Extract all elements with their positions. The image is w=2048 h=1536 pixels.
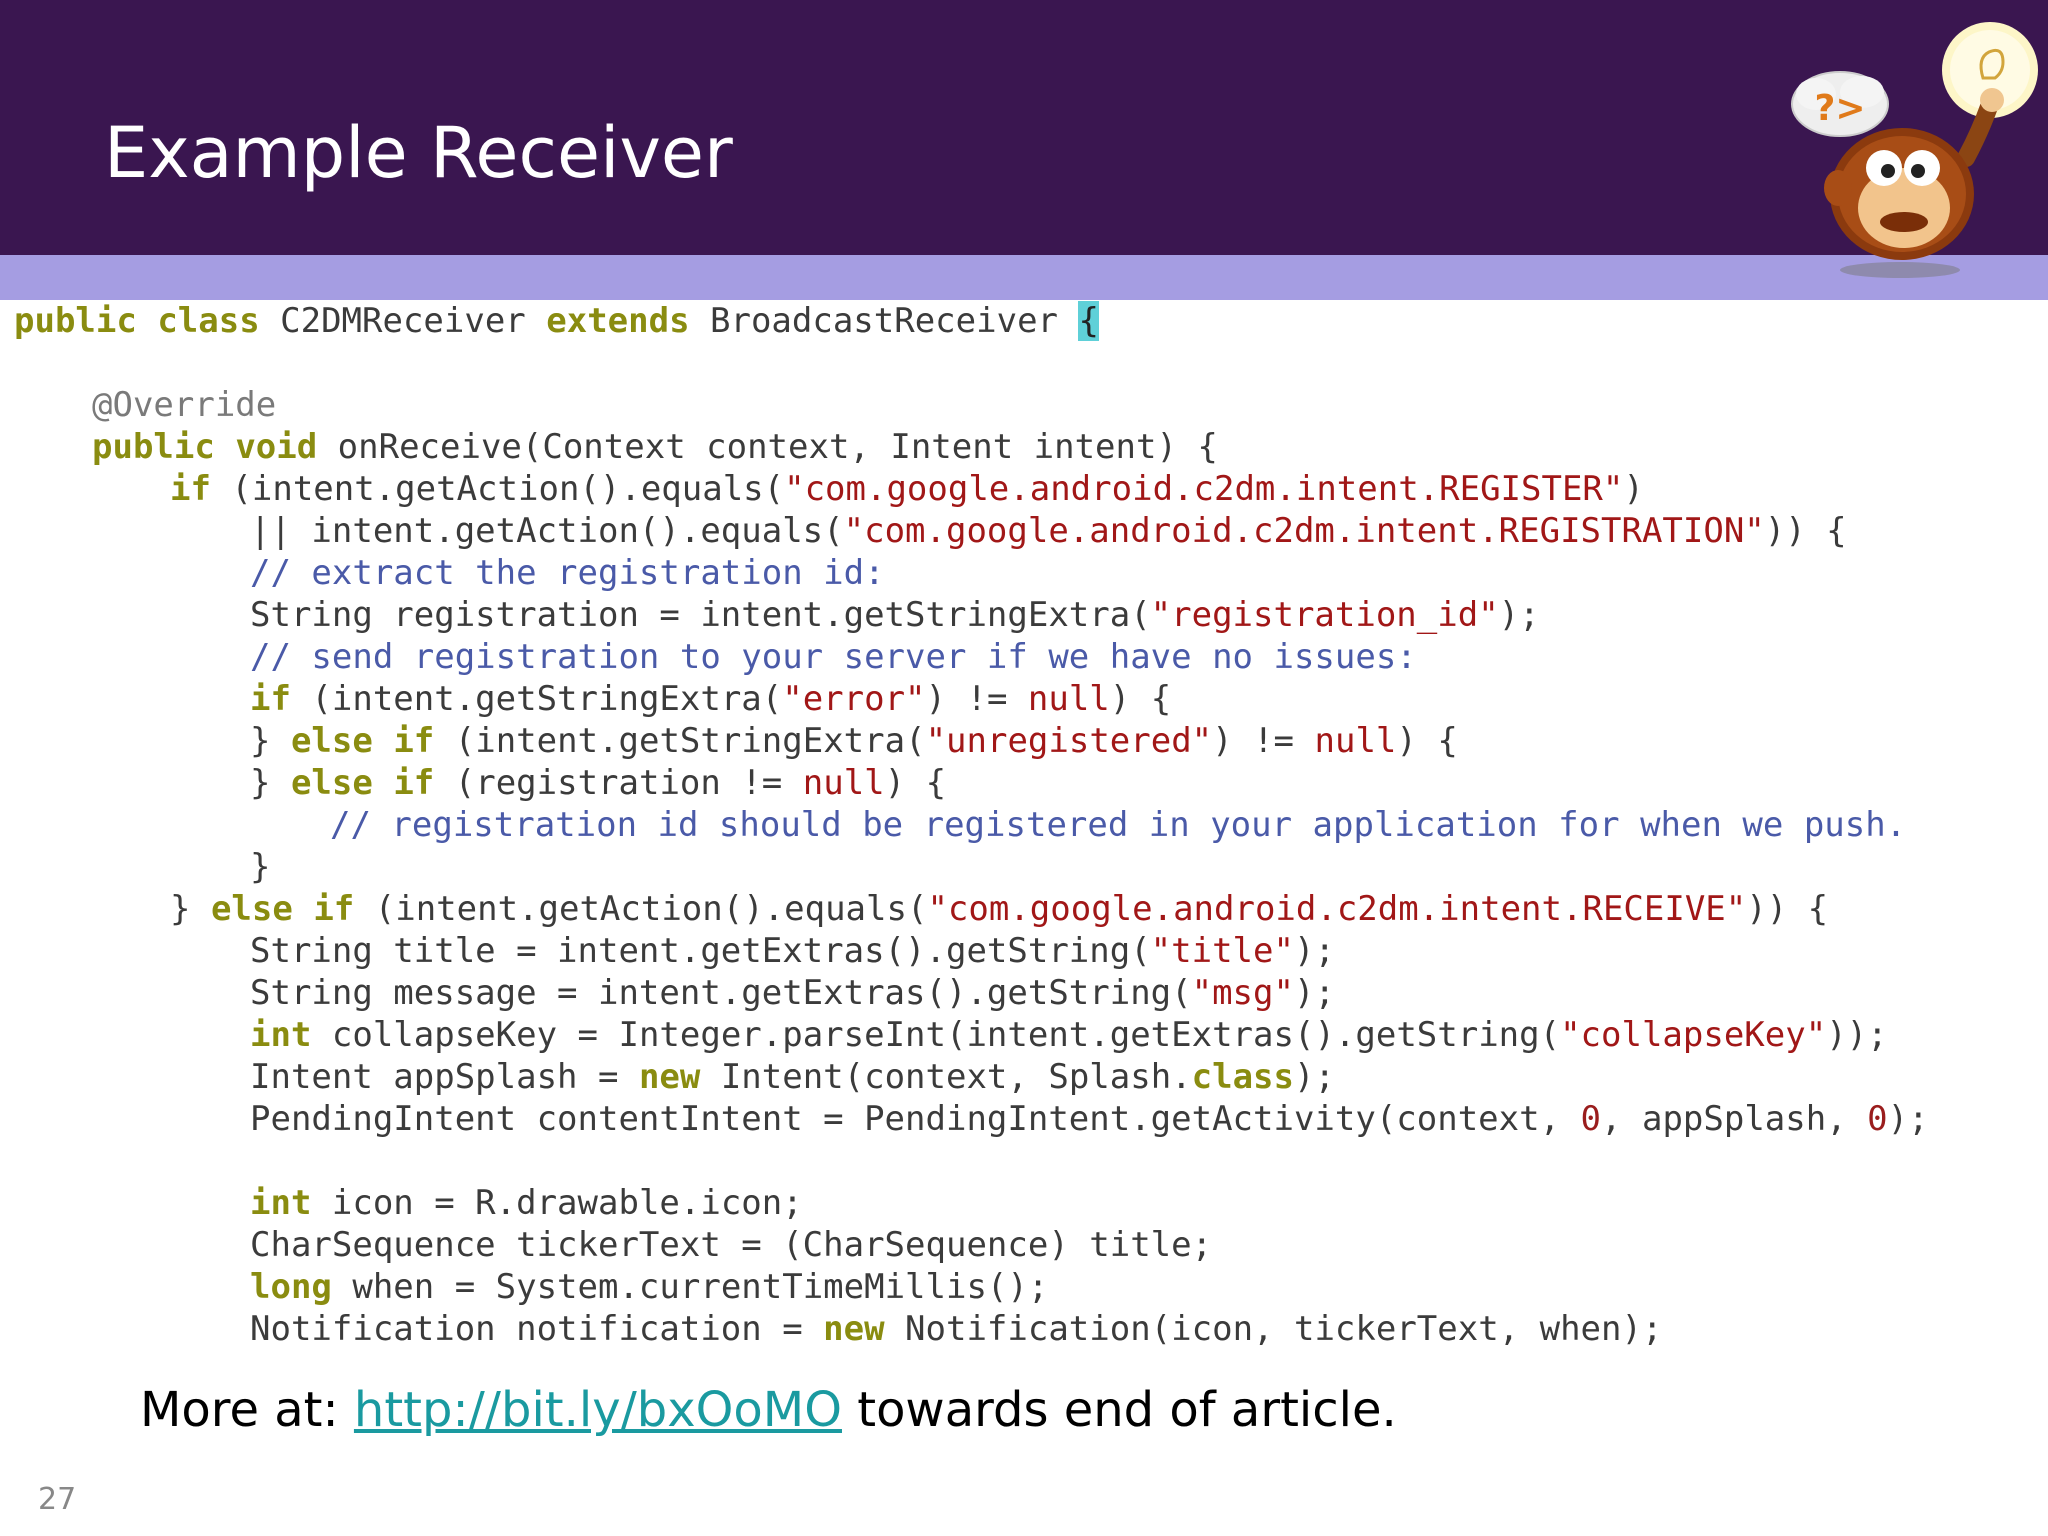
slide-header: Example Receiver xyxy=(0,0,2048,255)
header-accent-band xyxy=(0,255,2048,307)
code-line: public class C2DMReceiver extends Broadc… xyxy=(14,301,1099,341)
code-line: String title = intent.getExtras().getStr… xyxy=(250,931,1335,971)
mascot-thought-text: ?> xyxy=(1814,88,1865,129)
slide-page-number: 27 xyxy=(38,1482,77,1517)
code-listing: public class C2DMReceiver extends Broadc… xyxy=(0,300,2048,1370)
code-line: Notification notification = new Notifica… xyxy=(250,1309,1663,1349)
more-info-suffix: towards end of article. xyxy=(841,1382,1397,1438)
code-line: // registration id should be registered … xyxy=(330,805,1907,845)
code-line: } xyxy=(250,847,271,887)
more-info-prefix: More at: xyxy=(140,1382,354,1438)
code-line: int collapseKey = Integer.parseInt(inten… xyxy=(250,1015,1888,1055)
code-line: } else if (intent.getStringExtra("unregi… xyxy=(250,721,1458,761)
code-line: } else if (registration != null) { xyxy=(250,763,947,803)
monkey-mascot-icon: ?> xyxy=(1791,22,2038,278)
code-line: } else if (intent.getAction().equals("co… xyxy=(170,889,1829,929)
code-line: if (intent.getAction().equals("com.googl… xyxy=(170,469,1644,509)
code-line: public void onReceive(Context context, I… xyxy=(92,427,1218,467)
code-line: if (intent.getStringExtra("error") != nu… xyxy=(250,679,1172,719)
code-line: CharSequence tickerText = (CharSequence)… xyxy=(250,1225,1213,1265)
code-line: long when = System.currentTimeMillis(); xyxy=(250,1267,1049,1307)
code-line: || intent.getAction().equals("com.google… xyxy=(250,511,1847,551)
more-info-line: More at: http://bit.ly/bxOoMO towards en… xyxy=(140,1382,1397,1440)
code-line: String registration = intent.getStringEx… xyxy=(250,595,1540,635)
slide-title: Example Receiver xyxy=(104,112,733,194)
code-line: String message = intent.getExtras().getS… xyxy=(250,973,1335,1013)
code-line: PendingIntent contentIntent = PendingInt… xyxy=(250,1099,1929,1139)
code-line: // send registration to your server if w… xyxy=(250,637,1417,677)
article-link[interactable]: http://bit.ly/bxOoMO xyxy=(353,1382,842,1438)
code-line: @Override xyxy=(92,385,277,425)
code-line: // extract the registration id: xyxy=(250,553,885,593)
code-line: Intent appSplash = new Intent(context, S… xyxy=(250,1057,1335,1097)
code-line: int icon = R.drawable.icon; xyxy=(250,1183,803,1223)
